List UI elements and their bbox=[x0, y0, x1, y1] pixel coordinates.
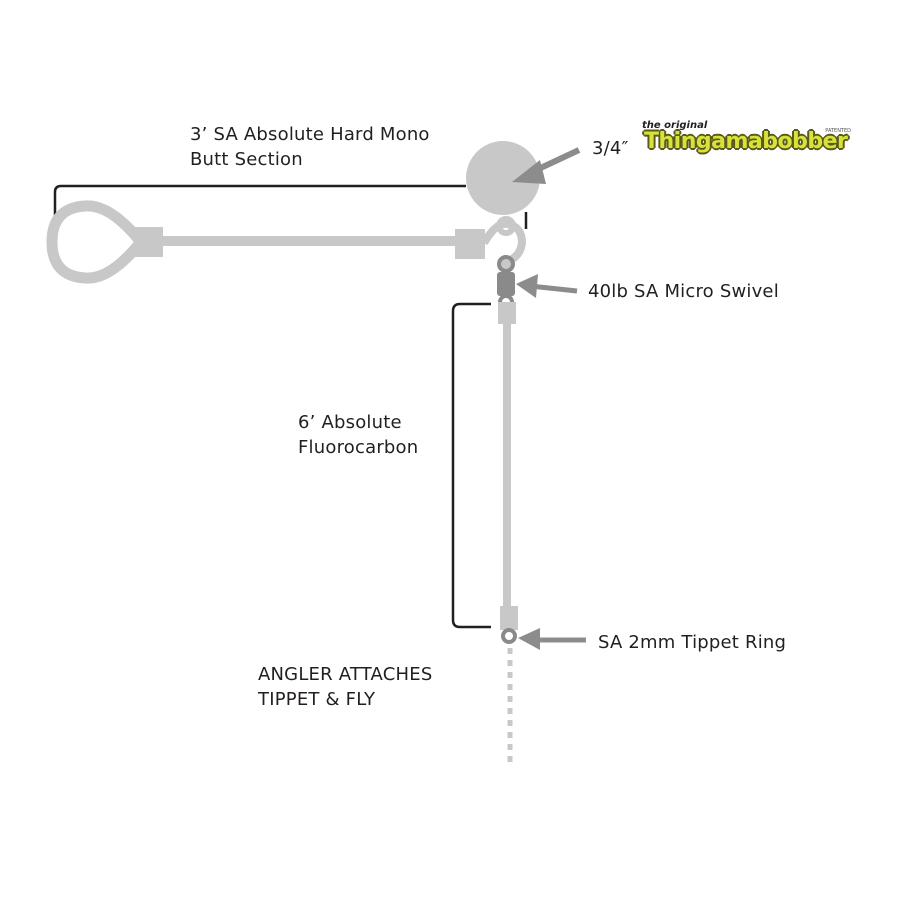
logo-mark: PATENTED bbox=[825, 128, 851, 134]
swivel-label: 40lb SA Micro Swivel bbox=[588, 281, 779, 302]
fluorocarbon-label: 6’ Absolute Fluorocarbon bbox=[298, 410, 418, 460]
butt-section bbox=[46, 200, 527, 284]
loop-icon bbox=[46, 200, 145, 284]
angler-note: ANGLER ATTACHES TIPPET & FLY bbox=[258, 662, 432, 712]
swivel-icon bbox=[497, 255, 515, 310]
fluorocarbon-bracket bbox=[451, 302, 491, 629]
angler-note-line1: ANGLER ATTACHES bbox=[258, 664, 433, 685]
butt-section-bracket bbox=[53, 184, 466, 228]
bobber-size-label: 3/4″ bbox=[592, 138, 629, 159]
fluorocarbon-section bbox=[498, 302, 518, 630]
arrow-icon bbox=[512, 147, 586, 650]
tippet-ring-label: SA 2mm Tippet Ring bbox=[598, 632, 787, 653]
logo-tagline: the original bbox=[642, 120, 708, 131]
butt-section-label-line1: 3’ SA Absolute Hard Mono bbox=[190, 124, 430, 145]
thingamabobber-logo: the original Thingamabobber PATENTED bbox=[640, 120, 855, 162]
tippet-ring-icon bbox=[501, 628, 517, 644]
fluorocarbon-label-line1: 6’ Absolute bbox=[298, 412, 402, 433]
butt-section-label-line2: Butt Section bbox=[190, 149, 303, 170]
logo-name: Thingamabobber bbox=[644, 129, 848, 154]
bobber-icon bbox=[466, 141, 540, 215]
fluorocarbon-label-line2: Fluorocarbon bbox=[298, 437, 419, 458]
butt-section-label: 3’ SA Absolute Hard Mono Butt Section bbox=[190, 122, 430, 172]
angler-note-line2: TIPPET & FLY bbox=[258, 689, 376, 710]
